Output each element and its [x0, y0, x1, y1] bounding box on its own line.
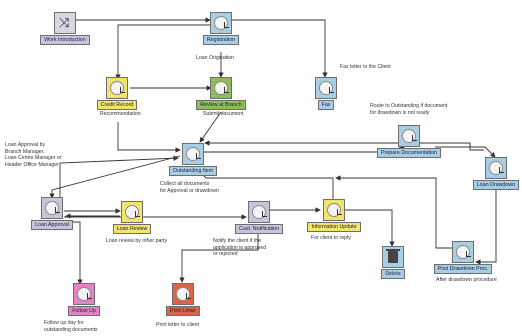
note-print-letter: Print letter to client — [156, 322, 199, 328]
clock-icon — [315, 77, 337, 99]
node-label: Registration — [202, 35, 240, 45]
edge-post-info — [335, 175, 455, 249]
clock-icon — [121, 201, 143, 223]
node-label: Prepare Documentation — [377, 148, 441, 158]
note-loan-origination: Loan Origination — [196, 55, 235, 61]
clock-icon — [452, 241, 474, 263]
note-fax-letter: Fax letter to the Client — [340, 64, 391, 70]
node-label: Review at Branch — [196, 100, 246, 110]
edge-credit-outstanding — [117, 122, 181, 153]
edge-notification-print — [179, 228, 259, 283]
edge-approval-outstanding — [59, 155, 179, 198]
edge-drawdown-post — [475, 180, 497, 265]
edge-prepare-drawdown — [435, 146, 496, 158]
note-collect-docs: Collect all documents for Approval or dr… — [160, 181, 219, 194]
node-label: Cust. Notification — [234, 224, 284, 234]
clock-icon — [182, 143, 204, 165]
note-for-client-reply: For client to reply — [311, 235, 351, 241]
clock-icon — [210, 77, 232, 99]
clock-icon — [73, 283, 95, 305]
node-label: Loan Drawdown — [472, 180, 520, 190]
note-submit-document: Submit document — [203, 111, 244, 117]
node-label: Work Introduction — [40, 35, 90, 45]
edge-registration-fax — [231, 19, 328, 78]
node-label: Fax — [317, 100, 335, 110]
note-loan-review-other: Loan review by other party — [106, 238, 168, 244]
clock-icon — [106, 77, 128, 99]
clock-icon — [172, 283, 194, 305]
clock-icon — [248, 201, 270, 223]
note-notify-client: Notify the client if the application is … — [213, 238, 267, 257]
trash-icon — [382, 246, 404, 268]
node-label: Print Letter — [166, 306, 200, 316]
clock-icon — [41, 197, 63, 219]
clock-icon — [485, 157, 507, 179]
note-approval-roles: Loan Approval by Branch Manager, Loan Ce… — [5, 142, 62, 168]
node-label: Loan Approval — [31, 220, 73, 230]
clock-icon — [398, 125, 420, 147]
node-label: Post Drawdown Proc. — [433, 264, 493, 274]
edge-drawdown-outstanding — [204, 140, 484, 151]
node-label: Outstanding Item — [168, 166, 218, 176]
edge-approval-followup — [66, 221, 83, 285]
node-label: Credit Record — [96, 100, 138, 110]
clock-icon — [210, 12, 232, 34]
workflow-start-icon: ⤨ — [54, 12, 76, 34]
edge-registration-credit — [115, 24, 210, 80]
clock-icon — [323, 199, 345, 221]
node-label: Information Update — [307, 222, 361, 232]
edge-info-delete — [345, 209, 395, 247]
note-after-drawdown: After drawdown procedure — [436, 277, 497, 283]
edge-review-branch-outstanding — [199, 111, 222, 143]
note-recommendation: Recommendation — [100, 111, 141, 117]
node-label: Follow Up — [68, 306, 100, 316]
note-follow-up-day: Follow up day for outstanding documents — [44, 320, 98, 333]
node-label: Loan Review — [112, 224, 152, 234]
node-label: Delete — [381, 269, 405, 279]
note-route-outstanding: Route to Outstanding if document for dra… — [370, 103, 448, 116]
edge-outstanding-approval — [49, 155, 181, 199]
